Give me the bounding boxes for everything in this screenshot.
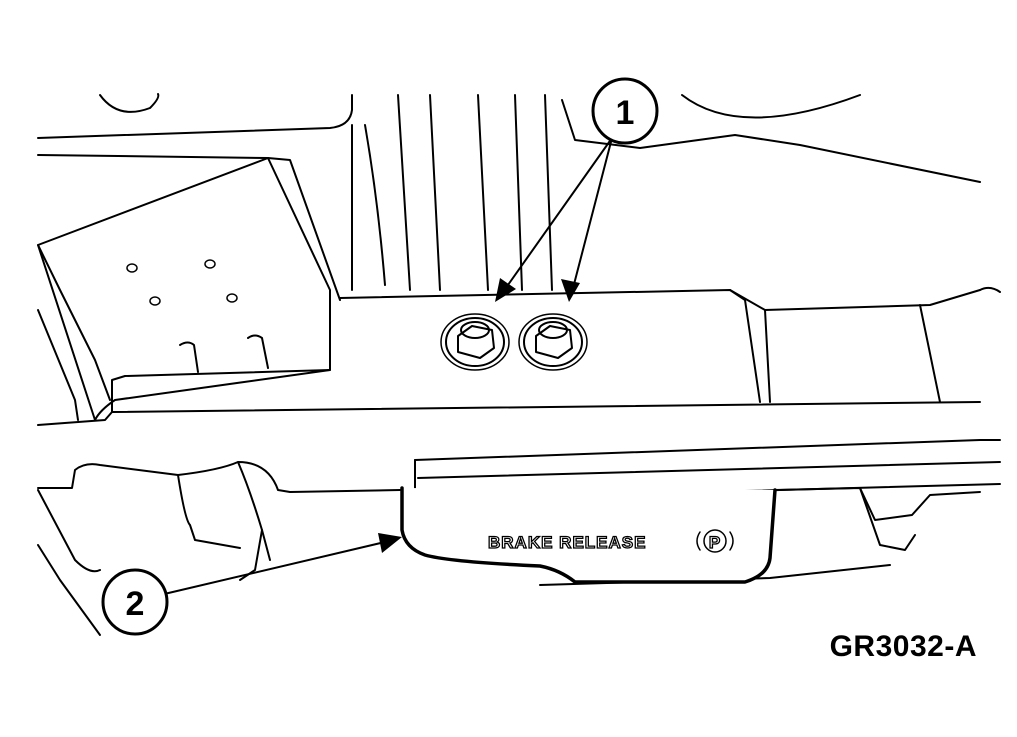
dashboard-structure: [37, 93, 981, 291]
callout-2-arrowhead: [378, 533, 402, 553]
mounting-bolt-right: [518, 313, 588, 371]
park-symbol-letter: P: [709, 533, 721, 552]
callout-1-number: 1: [616, 94, 635, 132]
callout-1-leader-right: [571, 137, 613, 293]
mounting-bolt-left: [440, 313, 510, 371]
left-bracket: [37, 154, 341, 421]
callout-1-circle: [591, 77, 659, 145]
brake-release-handle: BRAKE RELEASE P: [400, 486, 777, 584]
brake-release-label: BRAKE RELEASE: [488, 533, 646, 552]
callout-2-number: 2: [126, 585, 145, 623]
callout-1-arrowhead-right: [561, 279, 580, 302]
park-symbol-circle: [703, 529, 727, 553]
figure-id: GR3032-A: [829, 630, 977, 663]
callout-2: 2: [101, 533, 402, 636]
callout-2-circle: [101, 568, 169, 636]
callout-1-leader-left: [502, 137, 613, 293]
cross-member: [37, 286, 1001, 426]
callout-2-leader: [159, 541, 386, 596]
park-symbol-right-arc: [729, 531, 734, 551]
callout-1: 1: [495, 77, 659, 302]
lower-structure: [37, 439, 1001, 636]
park-symbol-left-arc: [696, 531, 701, 551]
callout-1-arrowhead-left: [495, 278, 516, 302]
